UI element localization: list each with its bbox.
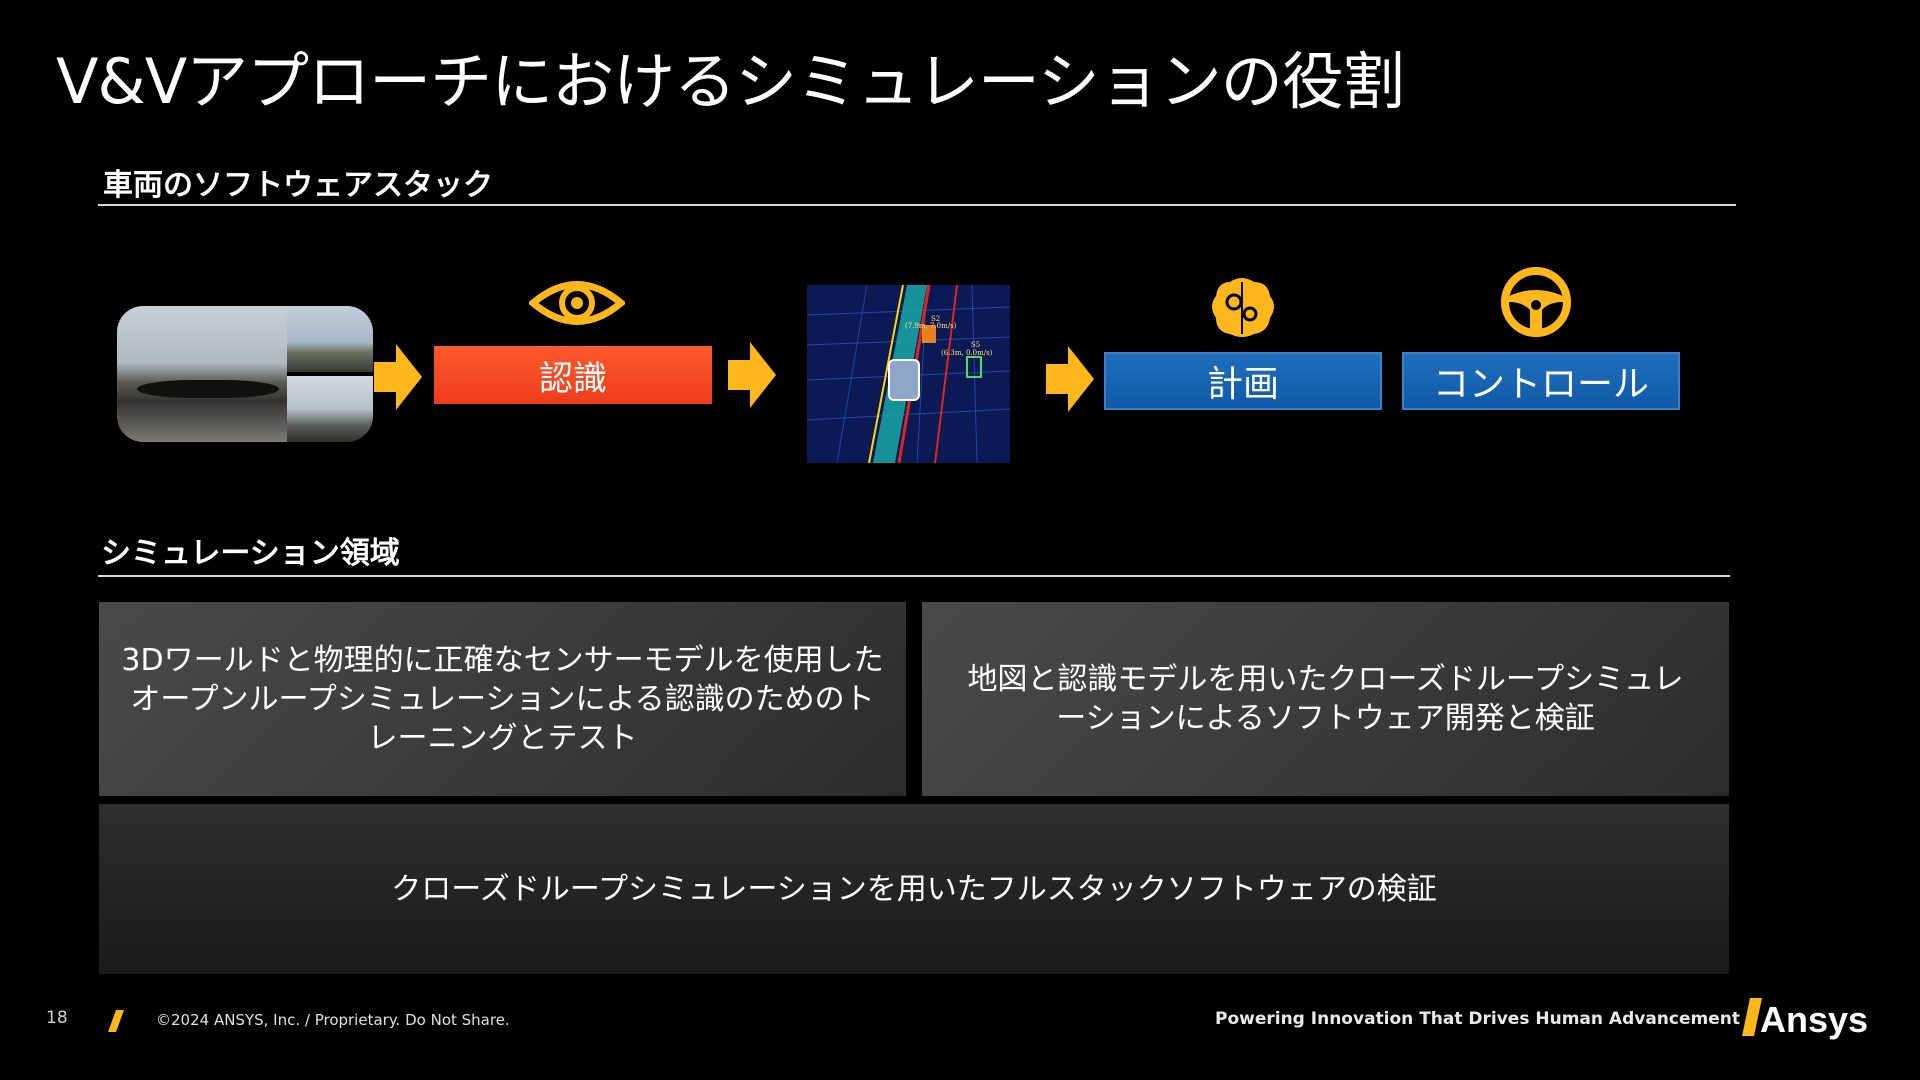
arrow-right-icon xyxy=(374,344,422,410)
simulation-scene-image: S2 (7.9m, 7.0m/s) S5 (6.3m, 0.0m/s) xyxy=(807,285,1010,463)
sim-label-s5-speed: (6.3m, 0.0m/s) xyxy=(941,349,993,357)
ansys-slash-icon xyxy=(108,1010,124,1032)
copyright-text: ©2024 ANSYS, Inc. / Proprietary. Do Not … xyxy=(156,1011,510,1029)
simulation-heading: シミュレーション領域 xyxy=(101,536,400,571)
camera-rear-image xyxy=(287,376,373,442)
eye-icon xyxy=(529,281,625,325)
sim-label-s5: S5 xyxy=(971,341,980,349)
stack-divider xyxy=(98,204,1736,206)
panel-full-stack: クローズドループシミュレーションを用いたフルスタックソフトウェアの検証 xyxy=(99,804,1729,974)
arrow-right-icon xyxy=(728,342,776,408)
brain-gear-icon xyxy=(1212,278,1274,337)
slide-title: V&Vアプローチにおけるシミュレーションの役割 xyxy=(56,45,1405,118)
logo-text: Ansys xyxy=(1760,999,1868,1040)
camera-images xyxy=(117,306,373,442)
camera-front-image xyxy=(117,306,287,442)
stack-heading: 車両のソフトウェアスタック xyxy=(103,168,493,203)
panel-closed-loop: 地図と認識モデルを用いたクローズドループシミュレーションによるソフトウェア開発と… xyxy=(922,602,1729,796)
panel-open-loop: 3Dワールドと物理的に正確なセンサーモデルを使用したオープンループシミュレーショ… xyxy=(99,602,906,796)
ansys-logo: Ansys xyxy=(1740,994,1880,1042)
perception-block: 認識 xyxy=(434,346,712,404)
steering-wheel-icon xyxy=(1501,267,1571,337)
page-number: 18 xyxy=(46,1008,68,1028)
control-block: コントロール xyxy=(1402,352,1680,410)
arrow-right-icon xyxy=(1046,346,1094,412)
sim-label-s2-speed: (7.9m, 7.0m/s) xyxy=(905,322,957,330)
sim-label-s2: S2 xyxy=(931,315,940,323)
tagline-text: Powering Innovation That Drives Human Ad… xyxy=(1215,1009,1740,1029)
simulation-divider xyxy=(98,575,1730,577)
camera-side-image xyxy=(287,306,373,372)
planning-block: 計画 xyxy=(1104,352,1382,410)
